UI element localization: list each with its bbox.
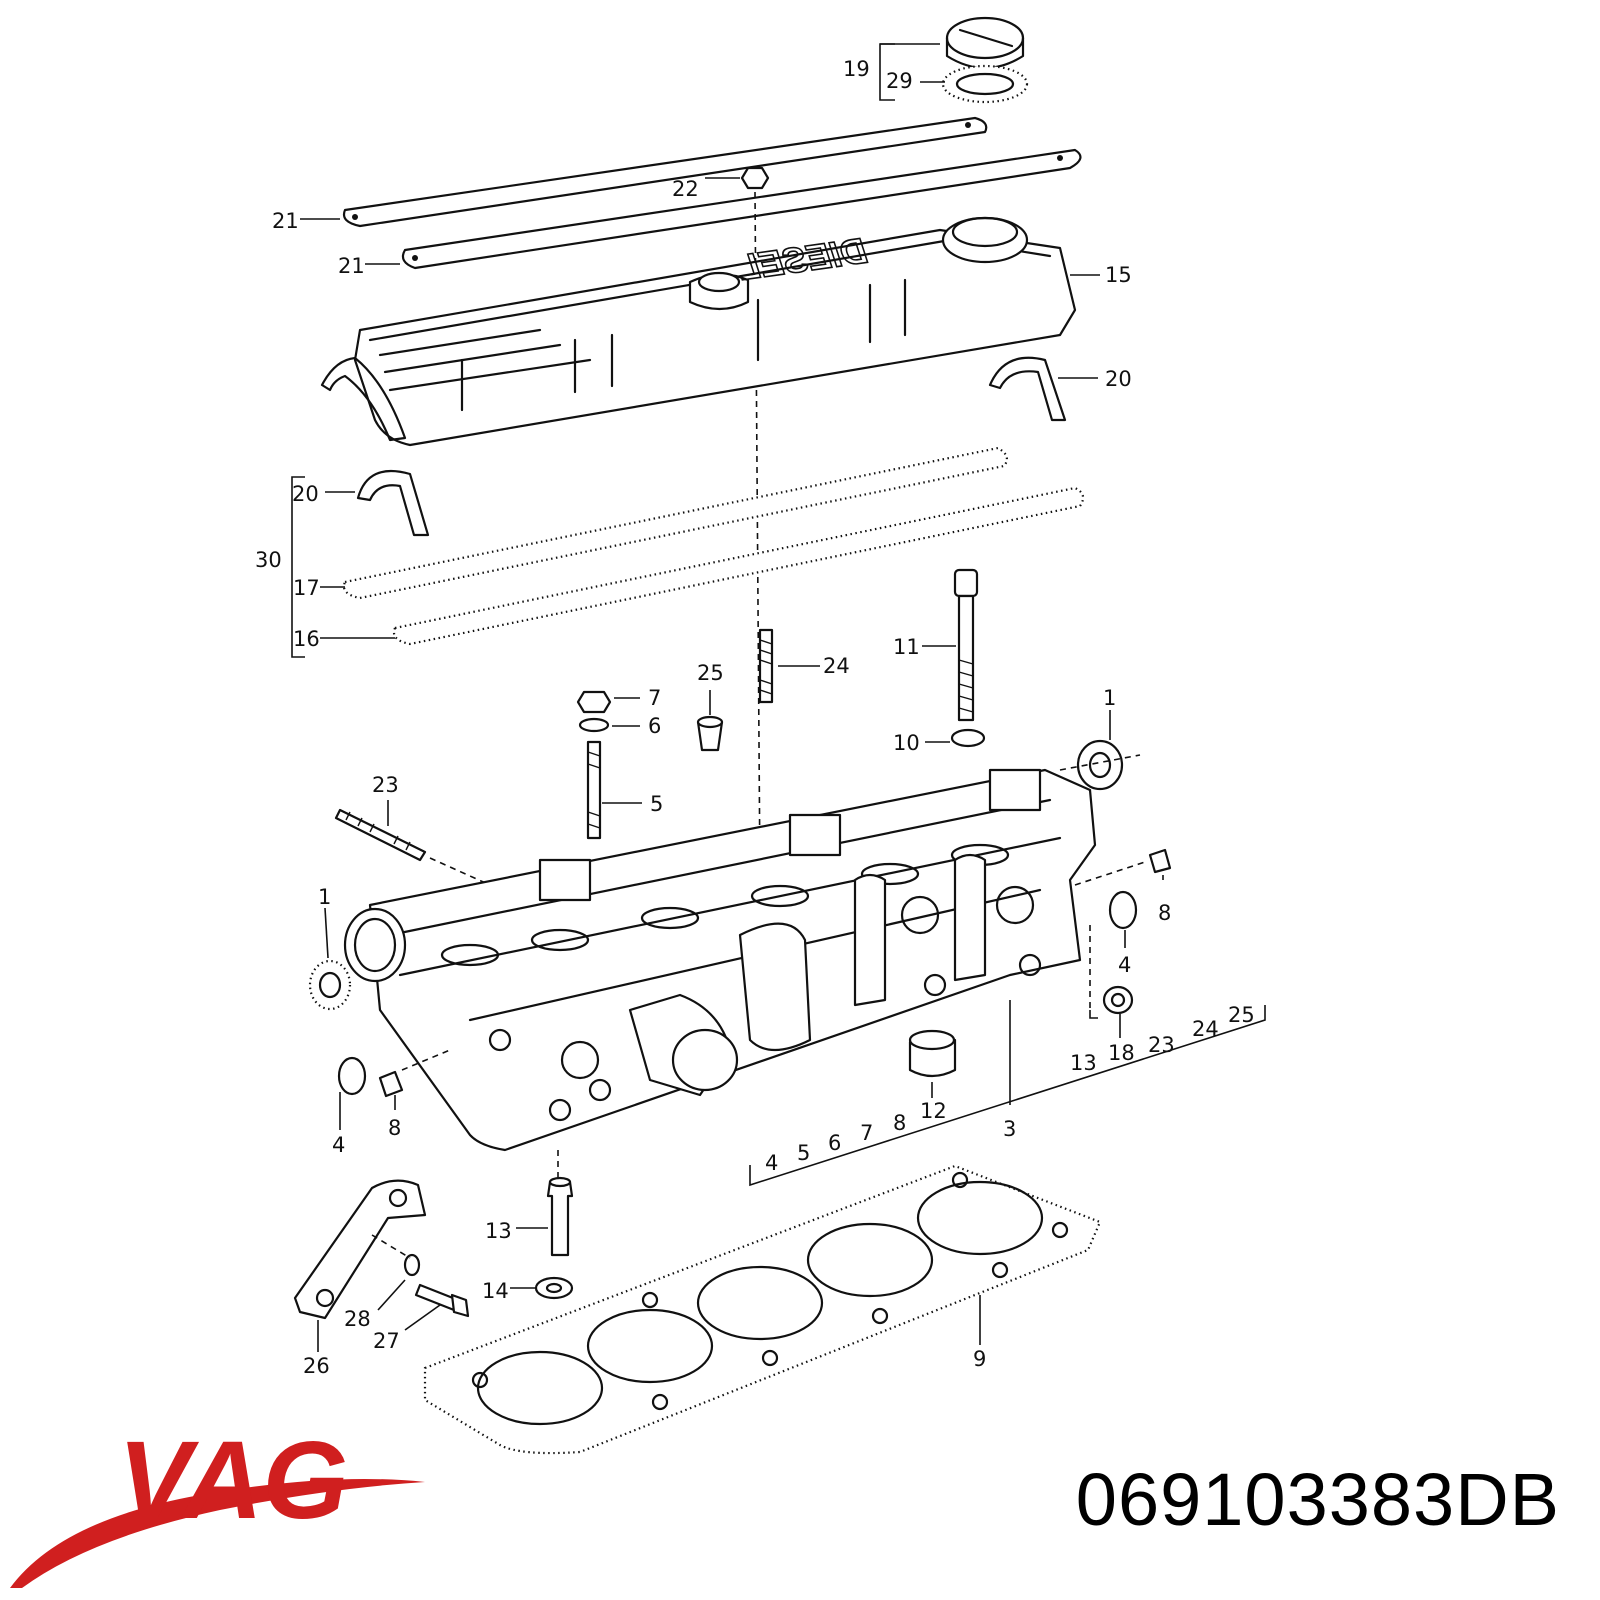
callout-29: 29: [886, 69, 913, 93]
callout-1: 1: [318, 885, 331, 909]
callout-13: 13: [1070, 1051, 1097, 1075]
callout-11: 11: [893, 635, 920, 659]
callout-6: 6: [828, 1131, 841, 1155]
callout-21: 21: [338, 254, 365, 278]
callout-25: 25: [697, 661, 724, 685]
callout-24: 24: [823, 654, 850, 678]
callout-7: 7: [860, 1121, 873, 1145]
head-gasket: [423, 1164, 1102, 1455]
plugs-left: [337, 1056, 404, 1098]
plugs-right: [908, 848, 1172, 1078]
callout-10: 10: [893, 731, 920, 755]
part-number: 069103383DB: [1075, 1458, 1560, 1541]
callout-8: 8: [893, 1111, 906, 1135]
callout-4: 4: [1118, 953, 1131, 977]
oil-seal-left: [308, 959, 352, 1011]
callout-20: 20: [292, 482, 319, 506]
callout-bracket-19: [879, 43, 945, 101]
callout-1: 1: [1103, 686, 1116, 710]
callout-28: 28: [344, 1307, 371, 1331]
callout-24: 24: [1192, 1017, 1219, 1041]
rocker-cover: DIESEL: [320, 216, 1077, 447]
callout-3: 3: [1003, 1117, 1016, 1141]
cover-gasket-lower: [342, 446, 1085, 646]
callout-4: 4: [765, 1151, 778, 1175]
head-bolt: [950, 568, 986, 748]
callout-13: 13: [485, 1219, 512, 1243]
callout-20: 20: [1105, 367, 1132, 391]
callout-5: 5: [797, 1141, 810, 1165]
lifting-bracket: [293, 1179, 470, 1320]
callout-25: 25: [1228, 1003, 1255, 1027]
vag-logo: VAG: [10, 1419, 425, 1588]
cap-nut: [740, 166, 770, 190]
callout-8: 8: [388, 1116, 401, 1140]
callout-4: 4: [332, 1133, 345, 1157]
callout-16: 16: [293, 627, 320, 651]
callout-27: 27: [373, 1329, 400, 1353]
callout-9: 9: [973, 1347, 986, 1371]
callout-22: 22: [672, 177, 699, 201]
nut-washer-stud: [576, 690, 612, 840]
callout-23: 23: [372, 773, 399, 797]
cover-gasket-upper: [342, 116, 1082, 270]
callout-23: 23: [1148, 1033, 1175, 1057]
vag-logo-text: VAG: [118, 1419, 348, 1542]
callout-15: 15: [1105, 263, 1132, 287]
callout-19: 19: [843, 57, 870, 81]
stud-23: [334, 808, 427, 862]
callout-8: 8: [1158, 901, 1171, 925]
callout-26: 26: [303, 1354, 330, 1378]
half-moon-seal-left: [356, 469, 430, 537]
half-moon-seal-right: [988, 356, 1067, 422]
callout-30: 30: [255, 548, 282, 572]
callout-14: 14: [482, 1279, 509, 1303]
callout-21: 21: [272, 209, 299, 233]
callout-6: 6: [648, 714, 661, 738]
callouts: 19 29 22 21 21 15 20 20 30 17 16 24 11 2…: [255, 57, 1255, 1378]
stud-24: [758, 628, 774, 704]
callout-18: 18: [1108, 1041, 1135, 1065]
callout-7: 7: [648, 686, 661, 710]
plug-25: [696, 715, 724, 752]
cylinder-head: [343, 739, 1124, 1152]
oil-filler-cap: [941, 16, 1029, 104]
callout-12: 12: [920, 1099, 947, 1123]
valve-guide: [534, 1176, 574, 1300]
callout-17: 17: [293, 576, 320, 600]
callout-5: 5: [650, 792, 663, 816]
